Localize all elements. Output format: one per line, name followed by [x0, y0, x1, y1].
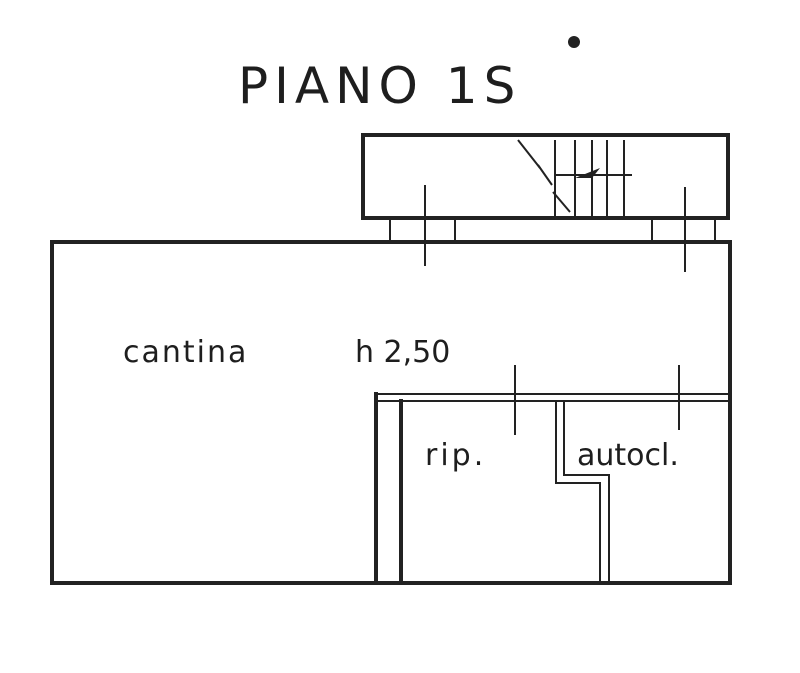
stair-arrow-icon — [575, 168, 600, 178]
inner-walls — [374, 392, 730, 585]
room-height-label: h 2,50 — [355, 335, 450, 370]
title-degree-mark — [568, 36, 580, 48]
corridor-strip — [388, 218, 730, 244]
plan-title: PIANO 1S — [238, 57, 521, 115]
outer-walls — [50, 240, 732, 585]
room-label-cantina: cantina — [123, 335, 248, 370]
axis-ticks — [424, 185, 686, 435]
room-label-rip: rip. — [425, 438, 486, 473]
room-label-autocl: autocl. — [577, 438, 679, 473]
stair-block — [361, 133, 730, 220]
